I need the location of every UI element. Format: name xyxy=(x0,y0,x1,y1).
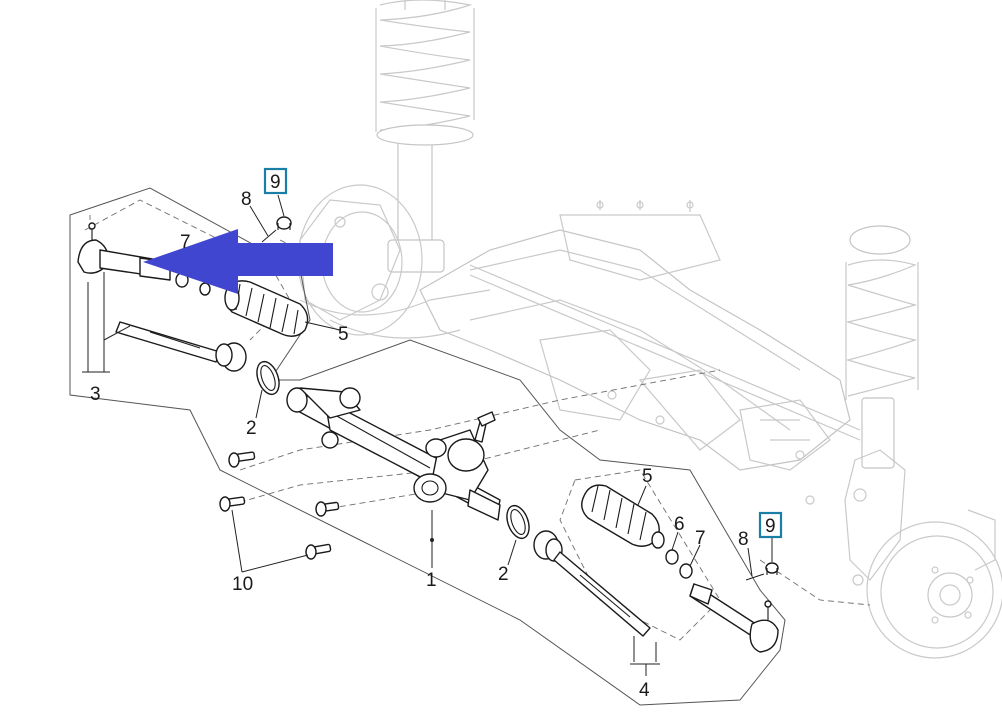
right-boot-clamp xyxy=(506,504,530,540)
bolt-4 xyxy=(305,543,332,560)
callout-9-left: 9 xyxy=(270,172,281,193)
callout-9-right-box: 9 xyxy=(758,511,783,539)
callout-3: 3 xyxy=(90,384,101,405)
highlight-arrow-left xyxy=(143,229,333,294)
main-assembly-frame xyxy=(69,187,786,706)
callout-5-right: 5 xyxy=(642,466,653,487)
bolt-3 xyxy=(315,501,340,517)
left-strut-ghost xyxy=(375,0,475,273)
right-brake-disc-ghost xyxy=(866,509,1002,659)
left-small-nuts xyxy=(175,272,211,296)
left-knuckle-ghost xyxy=(297,184,423,336)
callout-1: 1 xyxy=(426,570,437,591)
callout-2-right: 2 xyxy=(498,564,509,585)
left-inner-tie-rod xyxy=(115,321,247,372)
right-tie-rod-dash xyxy=(759,559,871,606)
callout-2-left: 2 xyxy=(246,418,257,439)
background-suspension-ghost xyxy=(297,0,1002,659)
left-castle-nut xyxy=(276,216,292,230)
right-small-nuts xyxy=(665,549,693,579)
right-tie-rod-end xyxy=(689,583,779,653)
callout-10: 10 xyxy=(232,574,253,595)
callout-6: 6 xyxy=(674,514,685,535)
right-subassembly-dash xyxy=(559,469,721,641)
steering-rack-housing xyxy=(286,387,501,521)
callout-4: 4 xyxy=(639,680,650,701)
left-tie-rod-end xyxy=(77,222,171,281)
callout-5-left: 5 xyxy=(338,324,349,345)
rack-dash-line-1 xyxy=(239,369,721,471)
right-castle-nut xyxy=(765,562,779,575)
right-bellows-boot xyxy=(581,484,665,549)
rack-dash-line-2 xyxy=(229,429,601,506)
bolt-1 xyxy=(228,451,256,468)
callout-9-left-box: 9 xyxy=(263,167,288,195)
callout-7-left: 7 xyxy=(180,232,191,253)
bolt-2 xyxy=(219,496,246,512)
right-inner-tie-rod xyxy=(533,530,651,637)
subframe-ghost xyxy=(299,200,861,505)
right-strut-ghost xyxy=(844,225,919,586)
left-boot-clamp xyxy=(256,360,280,396)
assembly-outline-frames xyxy=(69,187,871,706)
callout-8-left: 8 xyxy=(241,189,252,210)
callout-labels: 1 2 2 3 4 5 5 6 7 7 8 8 10 xyxy=(90,189,749,701)
callout-9-right: 9 xyxy=(765,516,776,537)
callout-7-right: 7 xyxy=(695,528,706,549)
left-subassembly-dash xyxy=(84,199,291,341)
leader-lines xyxy=(82,194,773,676)
mounting-bolts xyxy=(219,451,340,560)
callout-8-right: 8 xyxy=(738,529,749,550)
